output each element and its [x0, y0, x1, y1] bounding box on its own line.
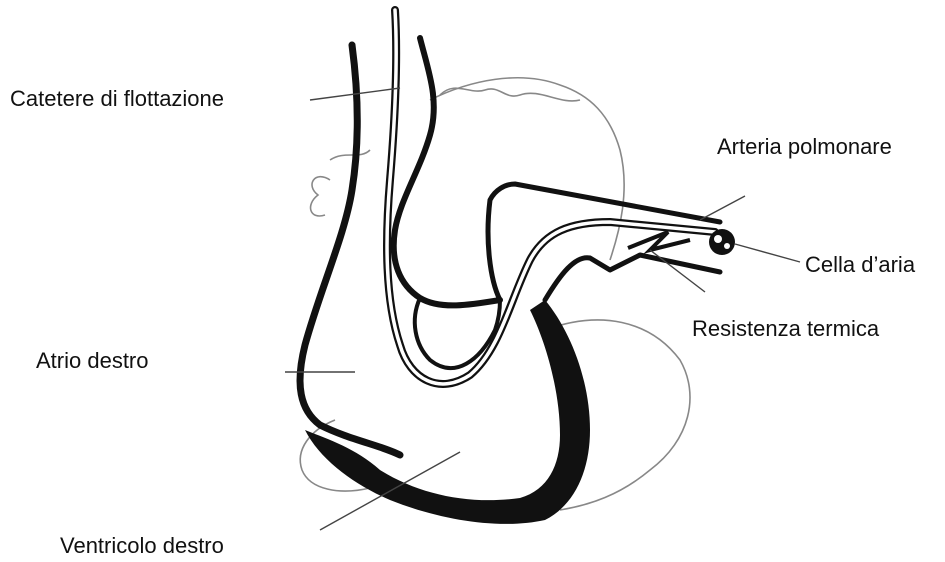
air-cell-label: Cella d’aria	[805, 254, 915, 276]
thermistor-label: Resistenza termica	[692, 318, 879, 340]
right-ventricle-label: Ventricolo destro	[60, 535, 224, 557]
right-atrium-label: Atrio destro	[36, 350, 149, 372]
catheter-label: Catetere di flottazione	[10, 88, 224, 110]
pulmonary-artery-label: Arteria polmonare	[717, 136, 892, 158]
thermistor-icon	[628, 232, 690, 250]
air-cell-icon	[709, 229, 735, 255]
